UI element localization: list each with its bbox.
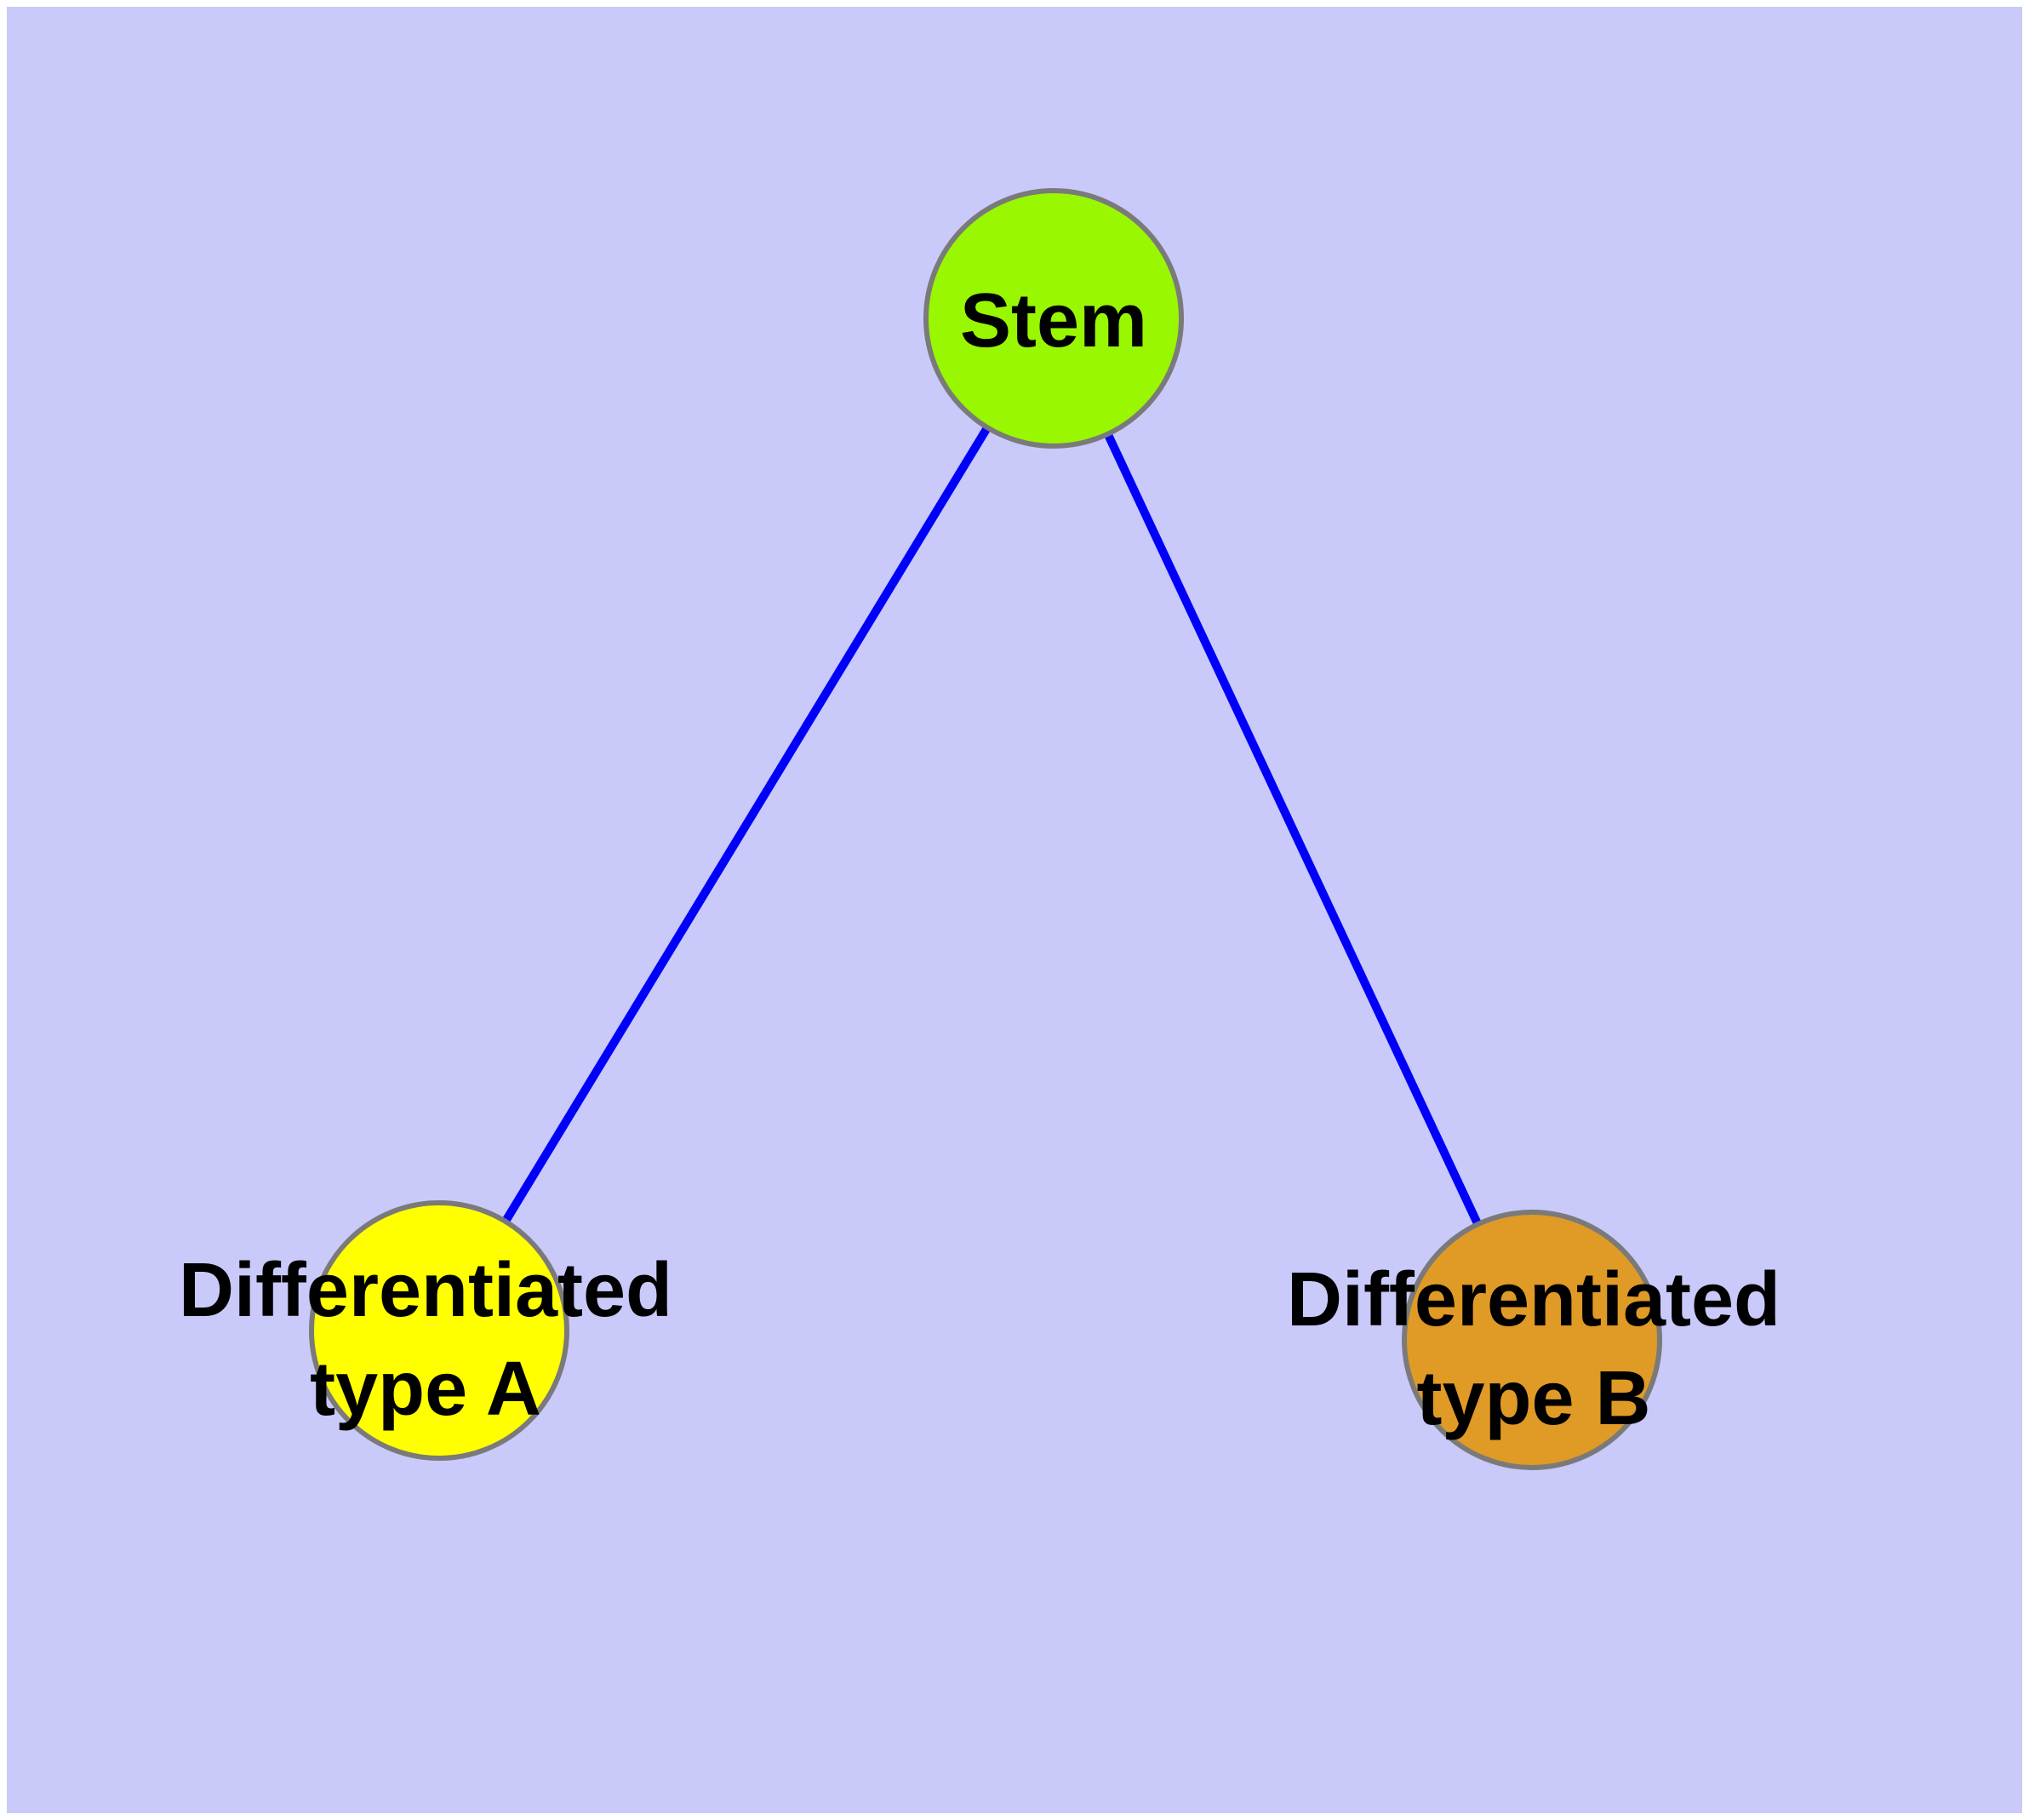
node-type-a-label-line2: type A [310,1347,541,1432]
node-differentiated-type-a [309,1200,569,1461]
node-differentiated-type-b [1402,1210,1662,1470]
node-type-b-label-line2: type B [1416,1356,1650,1441]
node-type-a-label-line1: Differentiated [179,1248,672,1333]
node-stem-label: Stem [960,278,1147,363]
node-stem [923,188,1184,449]
edge-stem-to-type-a [435,316,1058,1333]
node-type-b-label-line1: Differentiated [1287,1257,1780,1342]
edge-stem-to-type-b [1049,316,1536,1342]
